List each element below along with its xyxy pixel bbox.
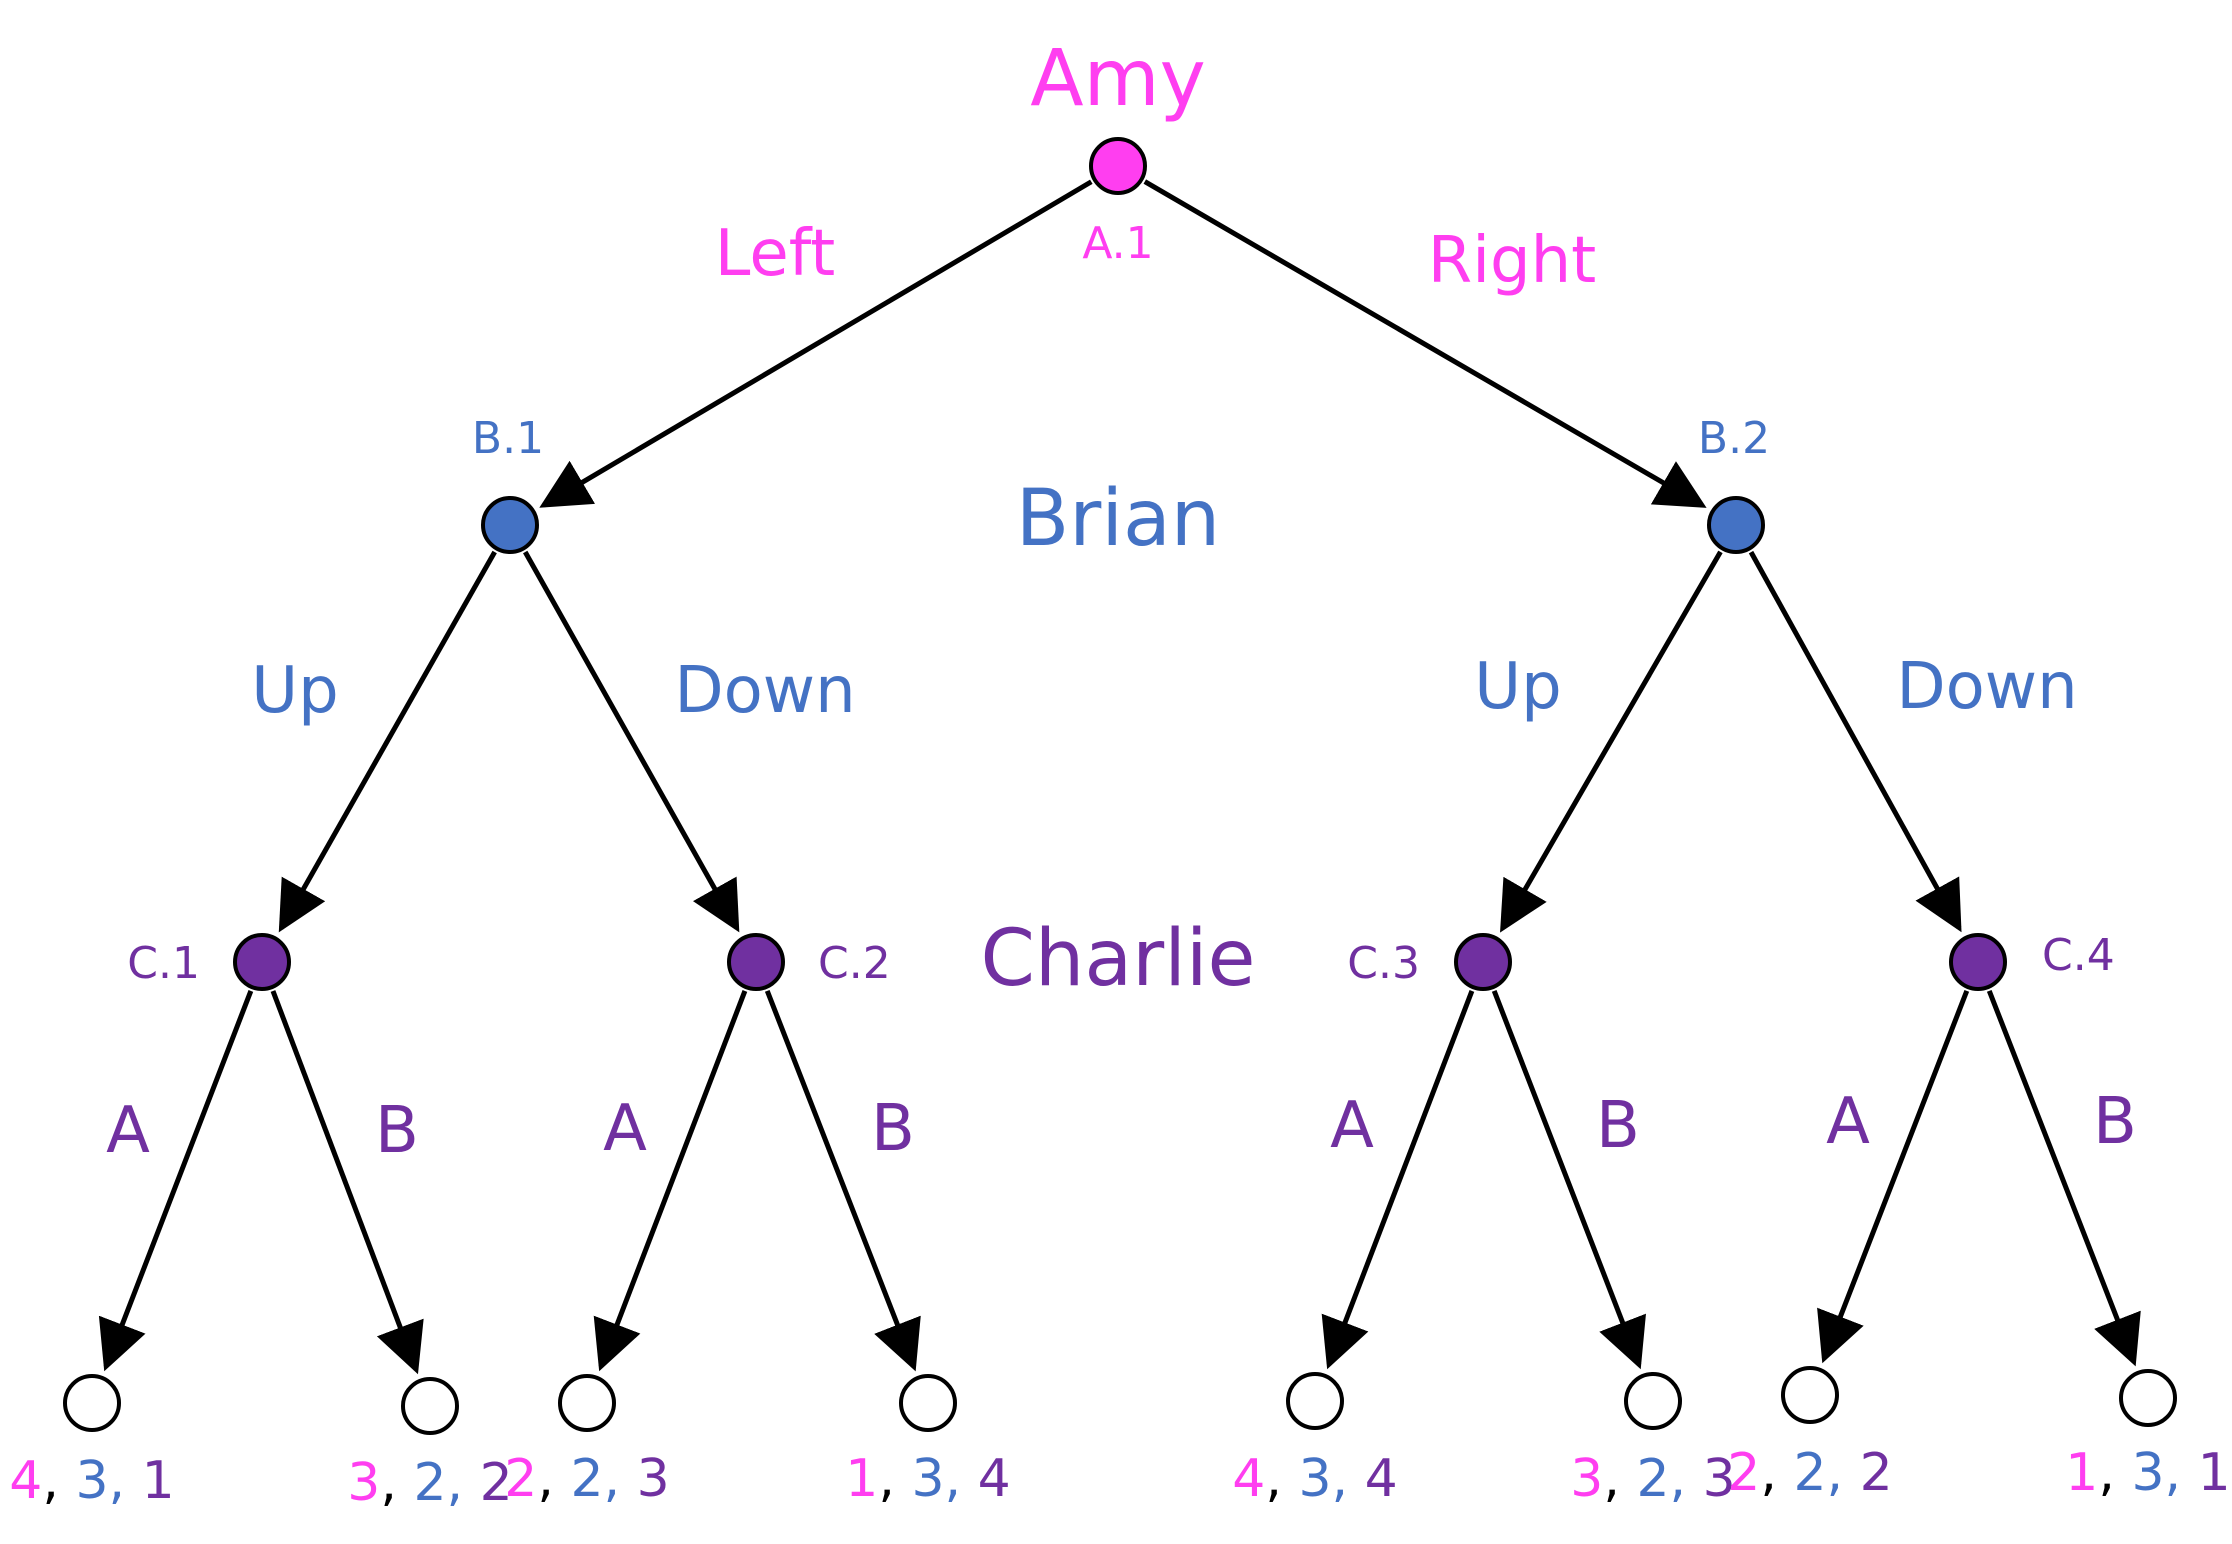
- move-label-c3-b: B: [1596, 1089, 1640, 1163]
- edge-c1-b: [270, 990, 424, 1375]
- edge-c2-b: [764, 989, 921, 1372]
- terminal-node-6: [1624, 1372, 1682, 1430]
- node-c1: [233, 933, 291, 991]
- move-label-c4-b: B: [2093, 1085, 2137, 1159]
- move-label-c2-a: A: [603, 1092, 647, 1166]
- edge-c2-a: [593, 990, 748, 1372]
- edge-c3-b: [1491, 990, 1646, 1370]
- node-id-a1: A.1: [1082, 218, 1153, 269]
- edge-c3-a: [1321, 990, 1475, 1370]
- payoff-label-8: 1, 3, 1: [2065, 1443, 2230, 1503]
- edge-left: [539, 179, 1093, 508]
- payoff-label-2: 3, 2, 2: [347, 1453, 512, 1513]
- edge-c4-b: [1986, 989, 2141, 1367]
- node-b2: [1707, 496, 1765, 554]
- terminal-node-7: [1781, 1366, 1839, 1424]
- edge-b1-down: [523, 550, 740, 933]
- move-label-c4-a: A: [1826, 1085, 1870, 1159]
- edge-right: [1143, 179, 1707, 508]
- payoff-label-3: 2, 2, 3: [504, 1449, 669, 1509]
- edge-c1-a: [98, 990, 254, 1372]
- payoff-label-6: 3, 2, 3: [1570, 1449, 1735, 1509]
- move-label-c1-b: B: [375, 1094, 419, 1168]
- node-id-b1: B.1: [472, 413, 544, 464]
- move-label-left: Left: [715, 217, 835, 291]
- move-label-b2-up: Up: [1474, 650, 1561, 724]
- player-label-amy: Amy: [1030, 34, 1206, 124]
- terminal-node-5: [1286, 1372, 1344, 1430]
- node-id-c3: C.3: [1347, 938, 1420, 989]
- node-id-c4: C.4: [2042, 930, 2115, 981]
- payoff-label-4: 1, 3, 4: [845, 1449, 1010, 1509]
- payoff-label-7: 2, 2, 2: [1727, 1443, 1892, 1503]
- node-c2: [727, 933, 785, 991]
- player-label-brian: Brian: [1016, 474, 1220, 564]
- node-a1: [1089, 137, 1147, 195]
- node-b1: [481, 496, 539, 554]
- terminal-node-1: [63, 1374, 121, 1432]
- node-c3: [1454, 933, 1512, 991]
- terminal-node-2: [401, 1377, 459, 1435]
- edge-b2-down: [1748, 550, 1962, 933]
- node-c4: [1949, 933, 2007, 991]
- terminal-node-4: [899, 1374, 957, 1432]
- node-id-b2: B.2: [1698, 413, 1770, 464]
- node-id-c1: C.1: [127, 938, 200, 989]
- node-id-c2: C.2: [818, 938, 891, 989]
- terminal-node-3: [558, 1374, 616, 1432]
- move-label-right: Right: [1428, 224, 1597, 298]
- move-label-b2-down: Down: [1896, 650, 2077, 724]
- payoff-label-5: 4, 3, 4: [1232, 1449, 1397, 1509]
- move-label-b1-up: Up: [251, 654, 338, 728]
- terminal-node-8: [2119, 1369, 2177, 1427]
- edge-b1-up: [278, 550, 497, 933]
- player-label-charlie: Charlie: [980, 914, 1255, 1004]
- move-label-c3-a: A: [1330, 1089, 1374, 1163]
- edge-b2-up: [1500, 550, 1723, 933]
- move-label-c2-b: B: [871, 1092, 915, 1166]
- edge-c4-a: [1817, 989, 1970, 1364]
- payoff-label-1: 4, 3, 1: [9, 1451, 174, 1511]
- move-label-c1-a: A: [106, 1094, 150, 1168]
- move-label-b1-down: Down: [674, 654, 855, 728]
